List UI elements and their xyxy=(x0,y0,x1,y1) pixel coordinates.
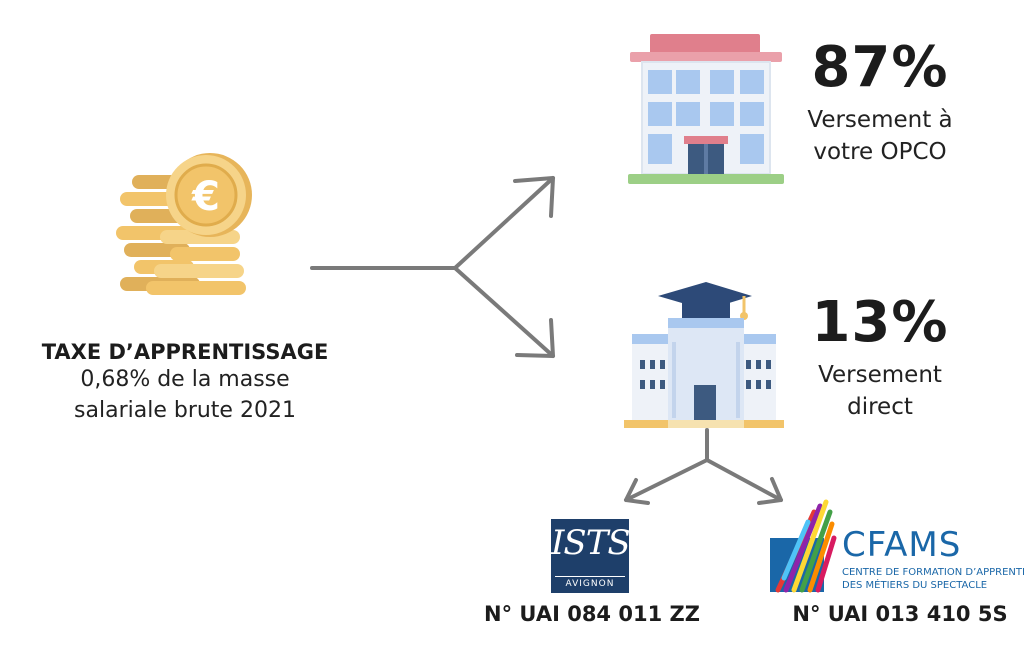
euro-symbol: € xyxy=(191,174,220,220)
arrow-to-cfams xyxy=(705,458,783,502)
direct-desc-line2: direct xyxy=(847,394,913,420)
opco-desc-line1: Versement à xyxy=(807,107,953,133)
tax-desc-line2: salariale brute 2021 xyxy=(74,398,296,423)
direct-block: 13% Versement direct xyxy=(790,290,970,423)
opco-desc-line2: votre OPCO xyxy=(813,139,947,165)
direct-desc-line1: Versement xyxy=(818,362,942,388)
ists-logo-city: AVIGNON xyxy=(555,576,625,589)
arrow-to-cfams-head xyxy=(757,477,783,505)
cfams-stripes-logo xyxy=(770,499,837,593)
tax-desc-line1: 0,68% de la masse xyxy=(80,367,290,392)
arrow-to-opco-head xyxy=(513,176,555,218)
direct-percent: 13% xyxy=(811,290,949,355)
cfams-uai: N° UAI 013 410 5S xyxy=(792,602,1008,626)
tax-title: TAXE D’APPRENTISSAGE xyxy=(41,340,329,364)
tax-block: TAXE D’APPRENTISSAGE 0,68% de la masse s… xyxy=(0,340,370,426)
arrow-to-direct xyxy=(453,266,555,358)
school-building-icon xyxy=(624,282,784,428)
cfams-logo-tagline2: DES MÉTIERS DU SPECTACLE xyxy=(842,580,988,591)
opco-block: 87% Versement à votre OPCO xyxy=(790,35,970,168)
cfams-logo-tagline1: CENTRE DE FORMATION D’APPRENTIS xyxy=(842,567,1024,578)
ists-uai: N° UAI 084 011 ZZ xyxy=(484,602,700,626)
arrow-to-direct-head xyxy=(515,318,555,358)
arrow-to-ists xyxy=(624,458,709,502)
arrow-to-opco xyxy=(453,176,555,270)
ists-logo: ISTS AVIGNON xyxy=(551,519,631,593)
opco-percent: 87% xyxy=(811,35,949,100)
ists-logo-letters: ISTS xyxy=(551,523,631,563)
arrow-to-ists-head xyxy=(624,478,650,505)
office-building-icon xyxy=(628,34,784,184)
cfams-logo-name: CFAMS xyxy=(842,525,962,565)
coins-icon: € xyxy=(116,153,252,295)
